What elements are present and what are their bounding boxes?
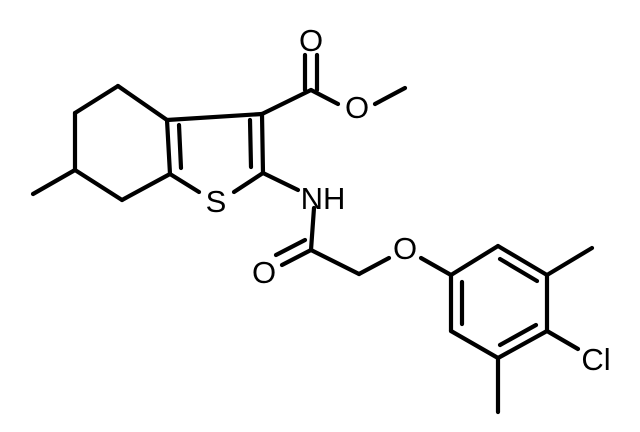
bond-c5-c6: [72, 83, 121, 116]
bond-ar1-ar2: [448, 243, 501, 278]
atom-labels: O O S NH O O Cl: [206, 23, 611, 377]
bond-c7a-s: [167, 171, 202, 195]
bond-s-c2: [231, 170, 266, 195]
bond-methyl-c7: [30, 167, 78, 197]
bond-c2-c3: [259, 111, 266, 176]
bond-c3-c3a: [164, 111, 265, 123]
bond-camide-o-double-a: [279, 247, 314, 268]
bond-c4-c5: [115, 83, 170, 123]
bond-ar3-methyl: [544, 245, 595, 278]
bond-camide-ch2: [308, 247, 362, 277]
bond-ch2-oether: [356, 255, 392, 277]
bond-ar5-ar6: [448, 328, 501, 361]
atom-o-carbonyl-top: O: [299, 23, 323, 58]
atom-s-ring: S: [206, 184, 227, 219]
bond-ar4-ar5: [495, 328, 550, 361]
bonds: [30, 52, 595, 415]
bond-c3-cester: [259, 87, 314, 117]
atom-o-ether: O: [393, 231, 417, 266]
bond-c2-c3-inner: [247, 117, 254, 170]
bond-ar4-cl: [544, 328, 581, 352]
bond-c3a-c7a: [164, 117, 173, 177]
bond-ar2-ar3-inner: [497, 256, 540, 284]
bond-oester-methyl: [372, 85, 408, 107]
bond-c2-n: [260, 170, 301, 193]
bond-c8-c7a: [119, 171, 173, 203]
atom-o-amide: O: [252, 255, 276, 290]
atom-cl: Cl: [581, 342, 610, 377]
atom-o-ester: O: [345, 90, 369, 125]
bond-ar2-ar3: [495, 243, 550, 278]
bond-camide-o-double-b: [273, 237, 308, 258]
bond-ar4-ar5-inner: [497, 322, 539, 348]
atom-nh-amide: NH: [301, 181, 346, 216]
bond-c3a-c7a-inner: [176, 122, 184, 171]
bond-oether-ar1: [418, 255, 454, 278]
bond-cester-oester: [308, 87, 341, 107]
bond-c7-c8: [72, 167, 125, 203]
bond-n-camide: [308, 205, 317, 253]
